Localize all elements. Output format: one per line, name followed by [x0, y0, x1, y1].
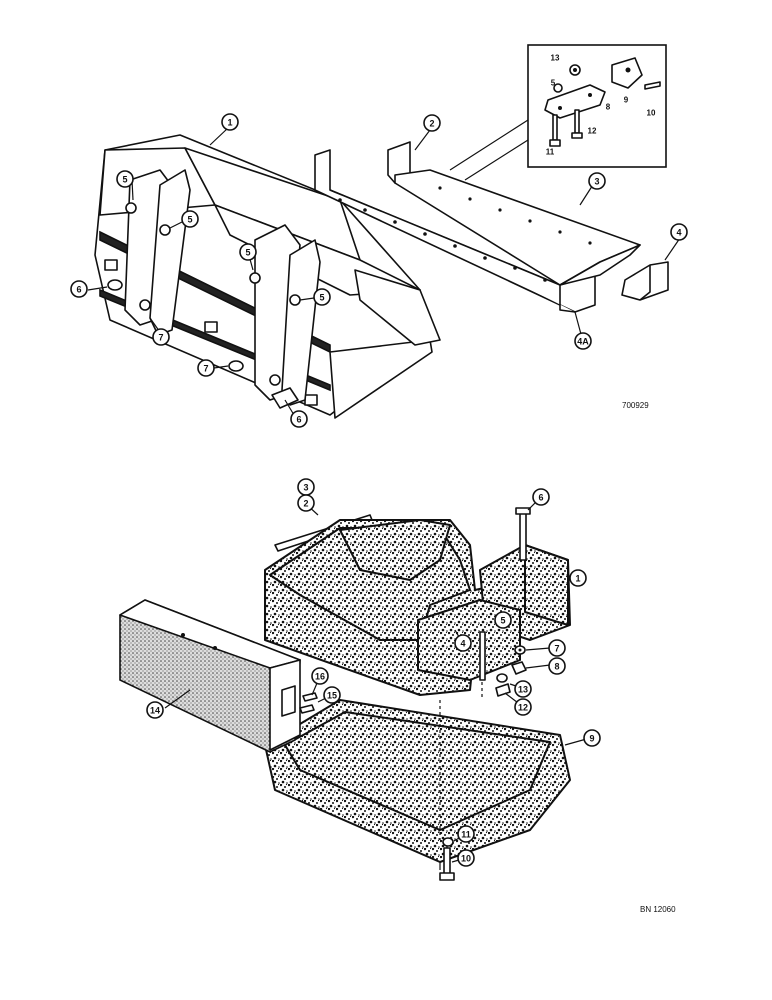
callout-circle	[116, 170, 134, 188]
callout-circle	[457, 849, 475, 867]
inset-callout-label: 11	[546, 148, 555, 157]
callout-circle	[221, 113, 239, 131]
callout-label: 3	[594, 177, 599, 187]
callout-label: 7	[554, 644, 559, 654]
callout-label: 16	[315, 672, 325, 682]
callout-circle	[548, 639, 566, 657]
callout-circle	[494, 611, 512, 629]
callout-label: 3	[303, 483, 308, 493]
callout-label: 2	[303, 499, 308, 509]
callout-circle	[323, 686, 341, 704]
bucket-assembly	[94, 134, 441, 419]
callout-circle	[514, 698, 532, 716]
callout-circle	[297, 494, 315, 512]
callout-circle	[569, 569, 587, 587]
inset-callout-label: 12	[588, 127, 597, 136]
callout-circle	[239, 243, 257, 261]
callout-circle	[313, 288, 331, 306]
callout-label: 5	[245, 248, 250, 258]
callout-circle	[514, 680, 532, 698]
callout-circle	[588, 172, 606, 190]
callout-label: 6	[76, 285, 81, 295]
callout-label: 7	[158, 333, 163, 343]
callout-circle	[181, 210, 199, 228]
callout-label: 4	[676, 228, 681, 238]
inset-detail-box	[449, 44, 667, 181]
callout-label: 11	[461, 830, 471, 840]
callout-label: 1	[227, 118, 232, 128]
callout-circle	[423, 114, 441, 132]
callout-circle	[457, 825, 475, 843]
callout-label: 12	[518, 703, 528, 713]
callout-label: 5	[500, 616, 505, 626]
callout-circle	[290, 410, 308, 428]
inset-callout-label: 5	[551, 79, 556, 88]
callout-circle	[146, 701, 164, 719]
inset-callout-label: 10	[647, 109, 656, 118]
callout-label: 5	[122, 175, 127, 185]
callout-circle	[152, 328, 170, 346]
callout-circle	[548, 657, 566, 675]
bottom-figure-code: BN 12060	[640, 905, 676, 914]
callout-circle	[70, 280, 88, 298]
callout-label: 8	[554, 662, 559, 672]
callout-circle	[583, 729, 601, 747]
callout-label: 4	[460, 639, 465, 649]
callout-label: 10	[461, 854, 471, 864]
callout-label: 13	[518, 685, 528, 695]
cutting-edge-assembly	[314, 141, 669, 313]
callout-circle	[454, 634, 472, 652]
tool-box-14	[119, 599, 318, 753]
callout-label: 5	[187, 215, 192, 225]
inset-callout-label: 13	[551, 54, 560, 63]
callout-label: 4A	[577, 337, 589, 347]
callout-label: 6	[538, 493, 543, 503]
base-weight-9	[264, 699, 571, 870]
callout-circle	[532, 488, 550, 506]
callout-circle	[670, 223, 688, 241]
callout-label: 14	[150, 706, 160, 716]
inset-callout-label: 8	[606, 103, 611, 112]
callout-label: 6	[296, 415, 301, 425]
callout-label: 7	[203, 364, 208, 374]
counterweight-assembly	[264, 507, 571, 697]
callout-label: 15	[327, 691, 337, 701]
callout-label: 9	[589, 734, 594, 744]
top-figure-code: 700929	[622, 401, 649, 410]
callout-label: 5	[319, 293, 324, 303]
callout-circle	[311, 667, 329, 685]
callout-label: 1	[575, 574, 580, 584]
callout-circle	[574, 332, 592, 350]
inset-callout-label: 9	[624, 96, 629, 105]
callout-circle	[197, 359, 215, 377]
inset-callout-group: 13 5 8 9 10 12 11	[546, 54, 656, 157]
lower-hardware	[439, 682, 483, 881]
callout-label: 2	[429, 119, 434, 129]
